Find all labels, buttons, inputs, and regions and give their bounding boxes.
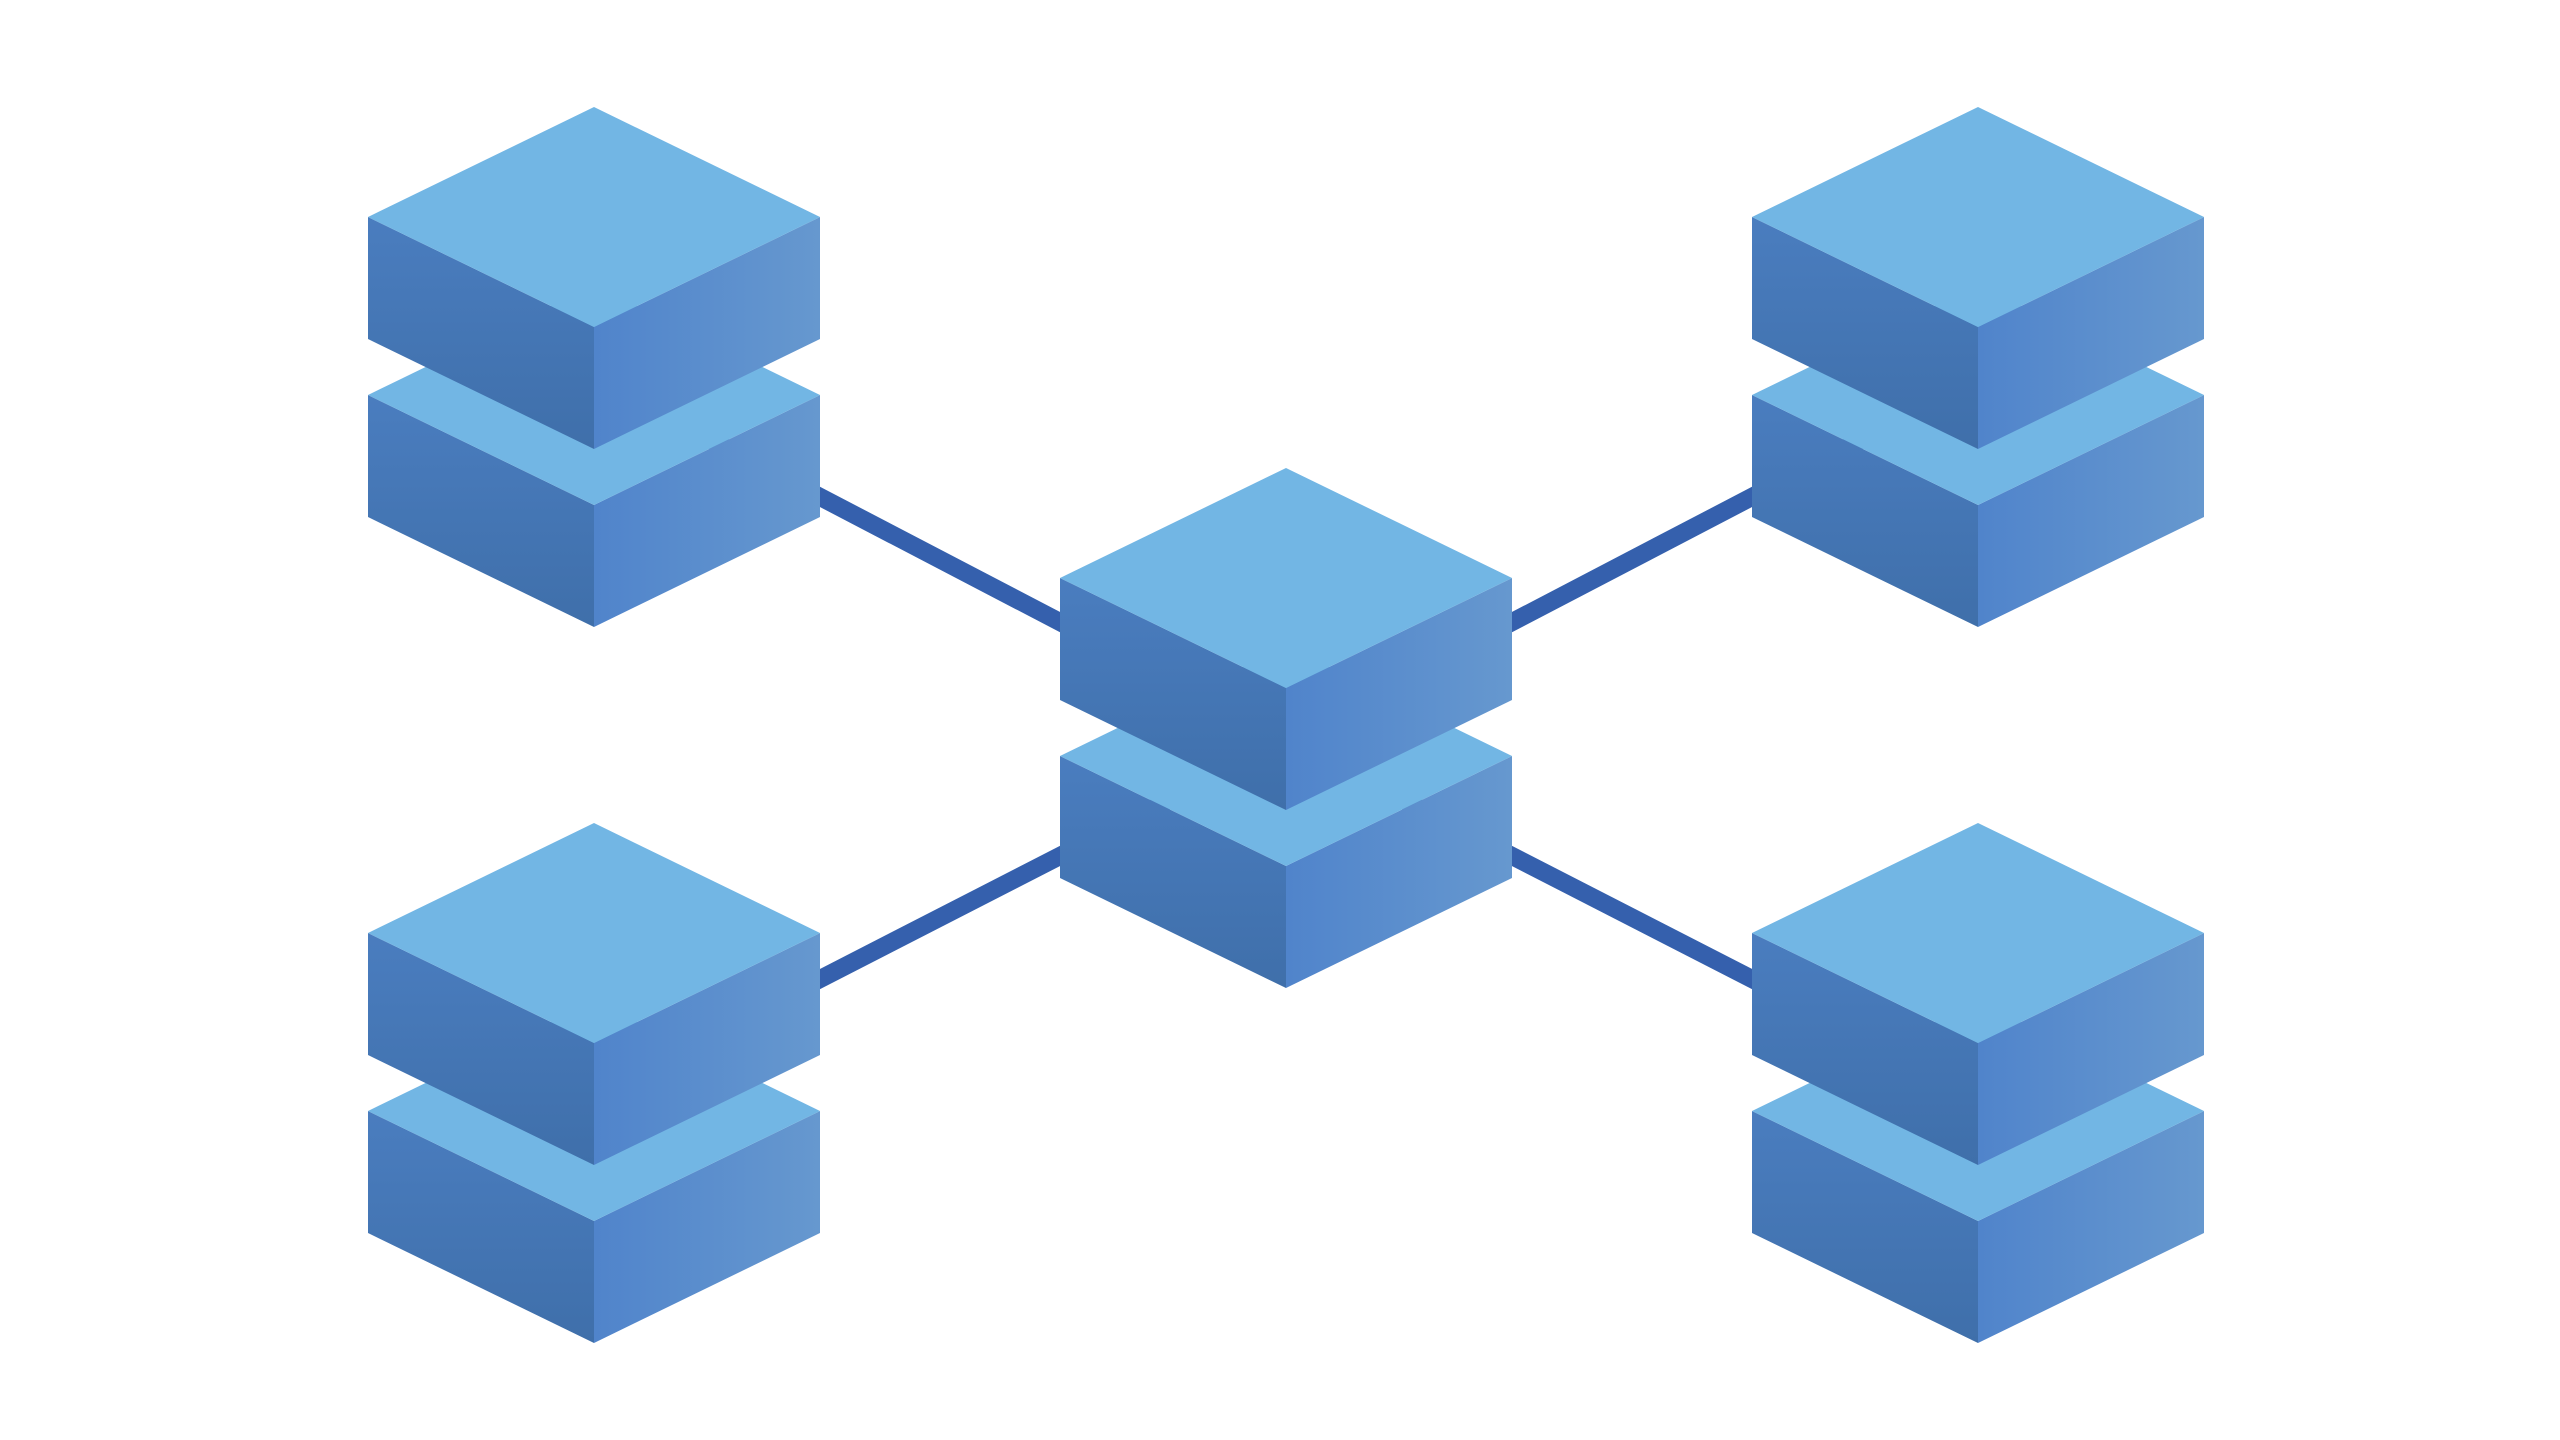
tier-right-face — [1978, 1111, 2204, 1343]
tier-top-face — [368, 823, 820, 1043]
tier-right-face — [594, 395, 820, 627]
server-stack-bottom-right — [1752, 823, 2204, 1343]
tier-right-face — [594, 217, 820, 449]
server-stack-top-right — [1752, 107, 2204, 627]
nodes-layer — [368, 107, 2204, 1343]
tier-left-face — [1060, 578, 1286, 810]
server-stack-bottom-left — [368, 823, 820, 1343]
tier-right-face — [1978, 933, 2204, 1165]
tier-top-face — [1752, 107, 2204, 327]
tier-left-face — [368, 1111, 594, 1343]
server-tier — [1752, 823, 2204, 1165]
tier-left-face — [368, 217, 594, 449]
tier-left-face — [1752, 395, 1978, 627]
tier-right-face — [1978, 217, 2204, 449]
tier-left-face — [368, 933, 594, 1165]
tier-right-face — [1978, 395, 2204, 627]
tier-right-face — [594, 1111, 820, 1343]
server-stack-top-left — [368, 107, 820, 627]
server-tier — [1752, 107, 2204, 449]
server-tier — [368, 107, 820, 449]
tier-left-face — [1752, 217, 1978, 449]
tier-top-face — [1060, 468, 1512, 688]
tier-left-face — [1752, 933, 1978, 1165]
tier-left-face — [1752, 1111, 1978, 1343]
tier-left-face — [1060, 756, 1286, 988]
tier-right-face — [594, 933, 820, 1165]
tier-left-face — [368, 395, 594, 627]
tier-right-face — [1286, 578, 1512, 810]
server-tier — [368, 823, 820, 1165]
server-tier — [1060, 468, 1512, 810]
tier-top-face — [368, 107, 820, 327]
tier-right-face — [1286, 756, 1512, 988]
tier-top-face — [1752, 823, 2204, 1043]
server-stack-center — [1060, 468, 1512, 988]
